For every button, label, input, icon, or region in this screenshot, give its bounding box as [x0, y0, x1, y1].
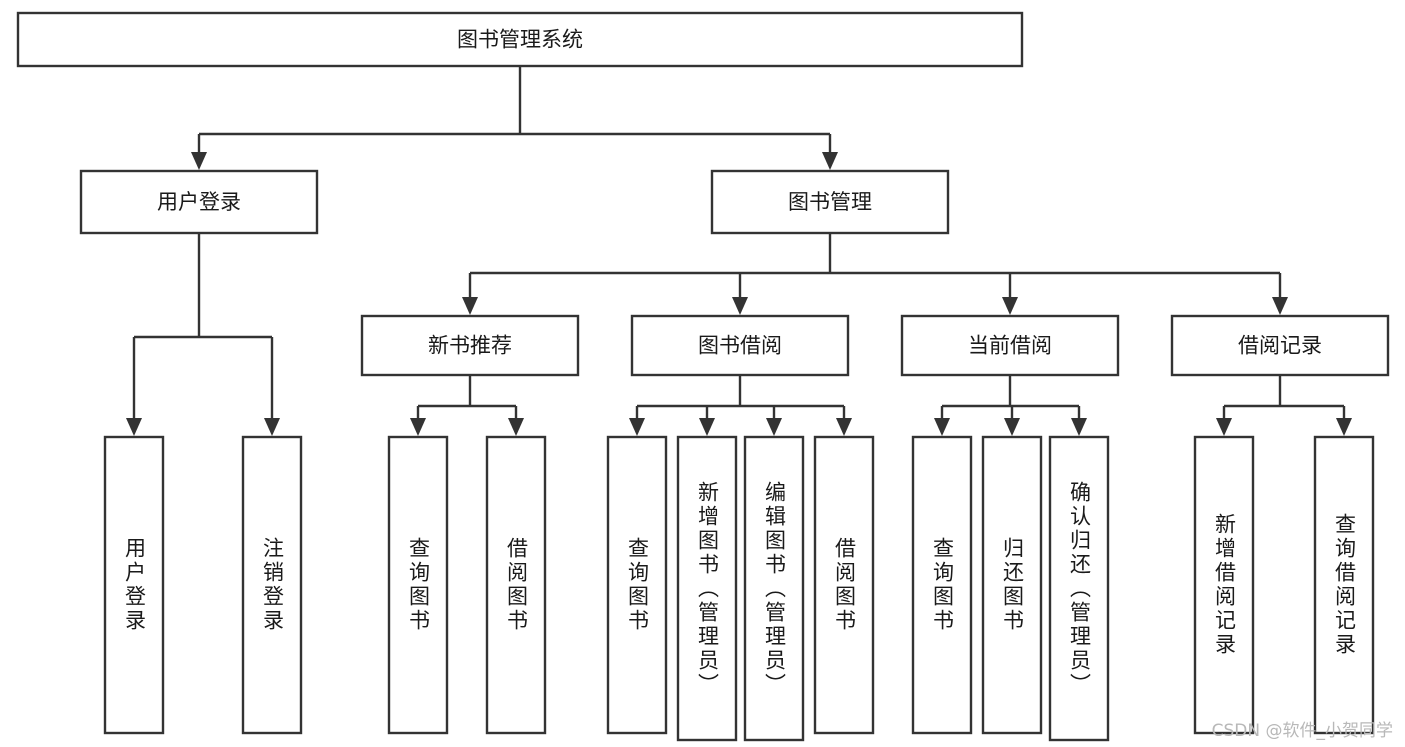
- node-box-leaf-bo-lend[interactable]: [813, 435, 875, 735]
- node-label-newbook: 新书推荐: [428, 334, 512, 358]
- node-label-login: 用户登录: [157, 190, 241, 214]
- node-box-leaf-user-logout[interactable]: [241, 435, 303, 735]
- arrow-head-leaf-bo-add: [699, 418, 715, 436]
- arrow-head-leaf-user-login: [126, 418, 142, 436]
- node-box-leaf-cu-return[interactable]: [981, 435, 1043, 735]
- node-box-leaf-nb-query[interactable]: [387, 435, 449, 735]
- arrow-head-login: [191, 152, 207, 170]
- arrow-head-leaf-cu-confirm: [1071, 418, 1087, 436]
- connector-layer: [126, 66, 1352, 436]
- node-box-leaf-cu-confirm[interactable]: [1048, 435, 1110, 742]
- node-label-current: 当前借阅: [968, 334, 1052, 358]
- node-box-leaf-bo-query[interactable]: [606, 435, 668, 735]
- node-box-current[interactable]: [900, 314, 1120, 377]
- node-box-leaf-nb-borrow[interactable]: [485, 435, 547, 735]
- node-box-leaf-re-add[interactable]: [1193, 435, 1255, 735]
- node-box-newbook[interactable]: [360, 314, 580, 377]
- arrow-head-leaf-bo-query: [629, 418, 645, 436]
- node-label-borrow: 图书借阅: [698, 334, 782, 358]
- node-box-records[interactable]: [1170, 314, 1390, 377]
- node-box-leaf-re-query[interactable]: [1313, 435, 1375, 735]
- arrow-head-records: [1272, 297, 1288, 315]
- arrow-head-leaf-re-query: [1336, 418, 1352, 436]
- arrow-head-leaf-nb-borrow: [508, 418, 524, 436]
- arrow-head-leaf-nb-query: [410, 418, 426, 436]
- arrow-head-leaf-bo-edit: [766, 418, 782, 436]
- node-label-bookmgmt: 图书管理: [788, 190, 872, 214]
- node-label-records: 借阅记录: [1238, 334, 1322, 358]
- node-box-leaf-user-login[interactable]: [103, 435, 165, 735]
- arrow-head-leaf-cu-query: [934, 418, 950, 436]
- csdn-watermark: CSDN @软件_小贺同学: [1211, 721, 1393, 741]
- node-box-leaf-bo-edit[interactable]: [743, 435, 805, 742]
- arrow-head-leaf-cu-return: [1004, 418, 1020, 436]
- node-box-leaf-bo-add[interactable]: [676, 435, 738, 742]
- node-box-bookmgmt[interactable]: [710, 169, 950, 235]
- node-label-root: 图书管理系统: [457, 28, 583, 52]
- arrow-head-bookmgmt: [822, 152, 838, 170]
- node-box-root[interactable]: [16, 11, 1024, 68]
- node-box-layer: [16, 11, 1390, 742]
- node-box-leaf-cu-query[interactable]: [911, 435, 973, 735]
- arrow-head-current: [1002, 297, 1018, 315]
- arrow-head-borrow: [732, 297, 748, 315]
- arrow-head-newbook: [462, 297, 478, 315]
- arrow-head-leaf-user-logout: [264, 418, 280, 436]
- arrow-head-leaf-bo-lend: [836, 418, 852, 436]
- node-box-login[interactable]: [79, 169, 319, 235]
- node-box-borrow[interactable]: [630, 314, 850, 377]
- arrow-head-leaf-re-add: [1216, 418, 1232, 436]
